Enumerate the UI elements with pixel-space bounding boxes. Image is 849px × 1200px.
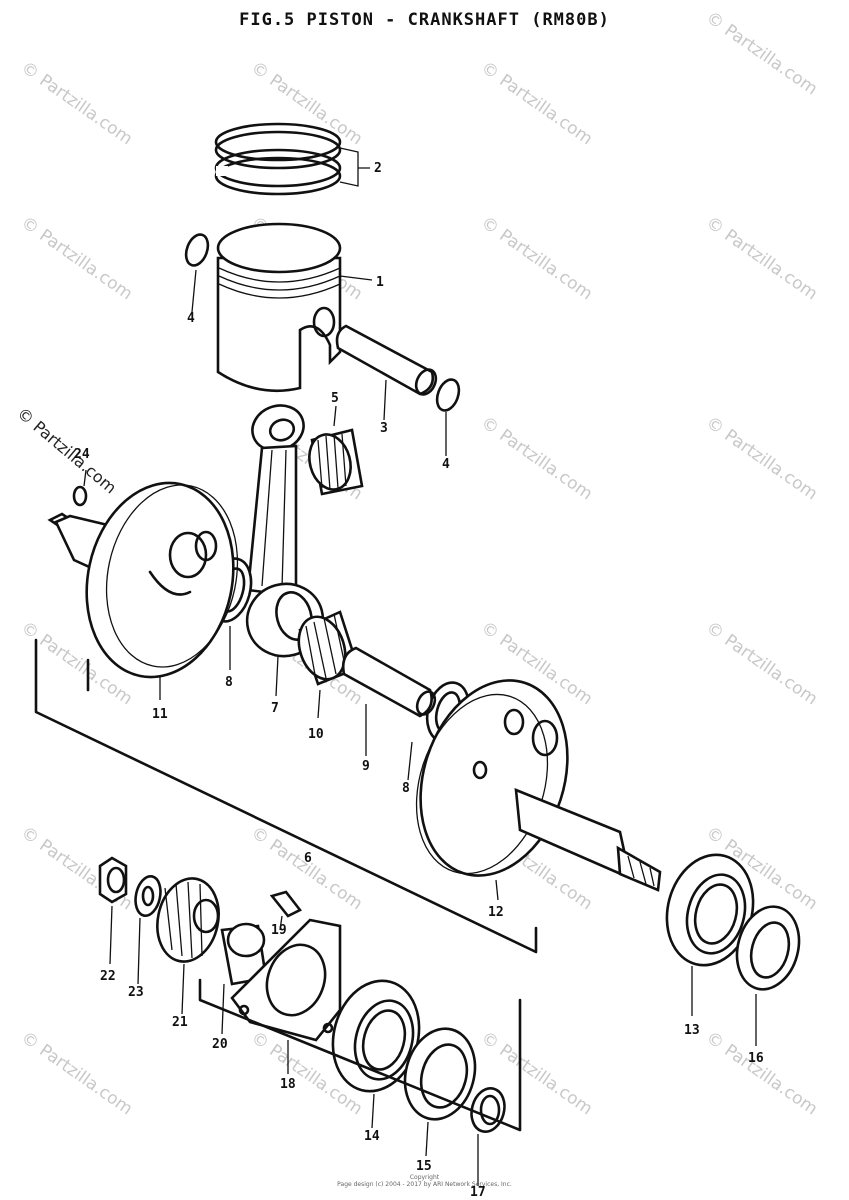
connecting-rod (245, 404, 325, 658)
callout-label: 8 (225, 675, 233, 690)
woodruff-key (72, 485, 88, 507)
piston (216, 222, 342, 393)
watermark: © Partzilla.com (17, 58, 136, 150)
watermark: © Partzilla.com (17, 213, 136, 305)
screw (269, 890, 302, 918)
callout-label: 2 (374, 161, 382, 176)
callout-label: 23 (128, 985, 144, 1000)
copyright-footer: Copyright Page design (c) 2004 - 2017 by… (0, 1174, 849, 1188)
watermark: © Partzilla.com (477, 58, 596, 150)
watermark: © Partzilla.com (247, 58, 366, 150)
callout-labels: 1 2 3 4 4 5 6 7 8 8 9 10 11 12 13 14 15 … (74, 161, 764, 1200)
callout-label: 4 (442, 457, 450, 472)
watermark: © Partzilla.com (247, 823, 366, 915)
callout-label: 1 (376, 275, 384, 290)
figure-title: FIG.5 PISTON - CRANKSHAFT (RM80B) (239, 10, 610, 30)
callout-label: 13 (684, 1023, 700, 1038)
callout-label: 5 (331, 391, 339, 406)
callout-label: 20 (212, 1037, 228, 1052)
crankshaft-left (47, 481, 239, 679)
piston-pin (335, 324, 438, 396)
callout-label: 3 (380, 421, 388, 436)
callout-label: 19 (271, 923, 287, 938)
watermark: © Partzilla.com (702, 413, 821, 505)
circlip-right (435, 378, 461, 412)
oil-seal-left (403, 1027, 477, 1121)
callout-label: 9 (362, 759, 370, 774)
assembly-bracket-lower (198, 978, 522, 1132)
leader-lines (83, 147, 757, 1186)
oil-seal-right (735, 905, 801, 991)
footer-line: Page design (c) 2004 - 2017 by ARI Netwo… (337, 1181, 512, 1188)
piston-rings (214, 122, 342, 196)
watermark: © Partzilla.com (477, 413, 596, 505)
callout-label: 6 (304, 851, 312, 866)
primary-drive-gear (156, 877, 220, 963)
crank-pin (341, 646, 437, 718)
watermark-vertical: © Partzilla.com (13, 404, 120, 498)
callout-label: 24 (74, 447, 90, 462)
callout-label: 21 (172, 1015, 188, 1030)
watermark: © Partzilla.com (702, 1028, 821, 1120)
watermark: © Partzilla.com (477, 213, 596, 305)
nut (98, 856, 128, 904)
callout-label: 16 (748, 1051, 764, 1066)
spacer (220, 922, 268, 986)
callout-label: 4 (187, 311, 195, 326)
callout-label: 12 (488, 905, 504, 920)
assembly-bracket-6 (34, 638, 538, 954)
callout-label: 17 (470, 1185, 486, 1200)
footer-line: Copyright (409, 1174, 440, 1181)
callout-label: 8 (402, 781, 410, 796)
circlip-left (184, 233, 210, 267)
small-end-bearing (308, 428, 364, 496)
watermark: © Partzilla.com (702, 8, 821, 100)
callout-label: 11 (152, 707, 168, 722)
washer (134, 874, 162, 918)
callout-label: 22 (100, 969, 116, 984)
callout-label: 7 (271, 701, 279, 716)
watermark: © Partzilla.com (702, 213, 821, 305)
callout-label: 15 (416, 1159, 432, 1174)
crankshaft-right (415, 679, 662, 892)
callout-label: 18 (280, 1077, 296, 1092)
callout-label: 14 (364, 1129, 380, 1144)
watermark: © Partzilla.com (17, 1028, 136, 1120)
callout-label: 10 (308, 727, 324, 742)
watermark: © Partzilla.com (702, 618, 821, 710)
